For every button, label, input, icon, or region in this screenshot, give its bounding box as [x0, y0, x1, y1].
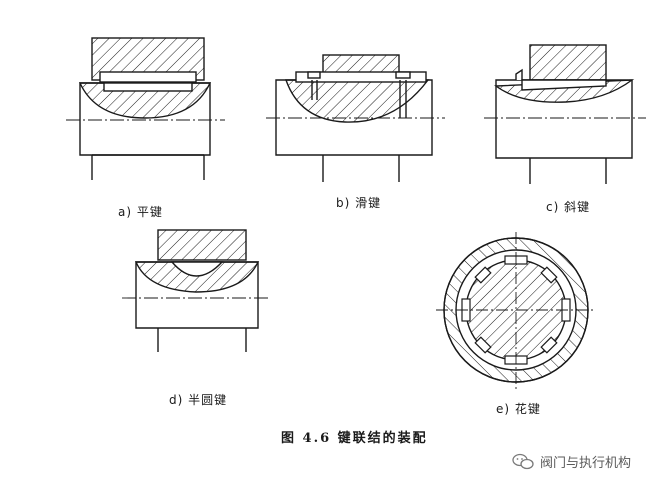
spline-drawing — [436, 232, 596, 392]
sliding-key-drawing — [266, 54, 445, 182]
label-sliding-key: b) 滑键 — [336, 196, 382, 210]
label-flat-key: a) 平键 — [118, 205, 163, 219]
wechat-icon — [512, 453, 534, 469]
label-taper-key: c) 斜键 — [546, 200, 591, 214]
taper-key-drawing — [484, 44, 646, 184]
flat-key-drawing — [66, 37, 225, 180]
label-spline: e) 花键 — [496, 402, 541, 416]
label-woodruff-key: d) 半圆键 — [169, 393, 228, 407]
watermark-text: 阀门与执行机构 — [540, 456, 632, 471]
watermark: 阀门与执行机构 — [512, 452, 631, 471]
woodruff-key-drawing — [122, 229, 270, 352]
figure-caption: 图 4.6 键联结的装配 — [281, 431, 428, 446]
